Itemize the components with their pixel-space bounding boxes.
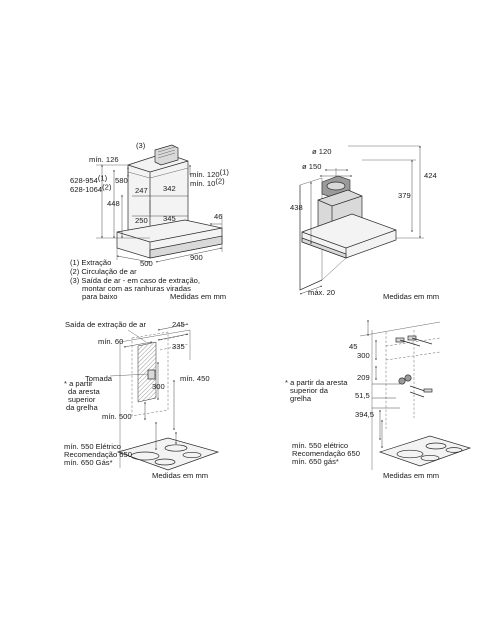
fig4-upper-brackets: [395, 335, 433, 347]
fig4-dim-min650: mín. 650 gás*: [292, 457, 339, 466]
fig4-dim-209: 209: [357, 373, 370, 382]
fig3-hob: [116, 437, 220, 471]
fig4-dim-51-5: 51,5: [355, 391, 370, 400]
fig3-dim-min60: mín. 60: [98, 337, 123, 346]
fig4-lower-dowels: [398, 374, 433, 398]
fig2-dim-max20: máx. 20: [308, 288, 335, 297]
fig1-dim-min120: mín. 120(1): [190, 168, 229, 180]
fig2-units: Medidas em mm: [383, 292, 439, 301]
fig4-dim-45: 45: [349, 342, 357, 351]
fig3-dim-335: 335: [172, 342, 185, 351]
fig3-label-socket: Tomada: [85, 374, 113, 383]
fig3-label-outlet: Saída de extração de ar: [65, 320, 147, 329]
fig1-legend-3c: para baixo: [82, 292, 117, 301]
fig1-dim-247: 247: [135, 186, 148, 195]
fig2-dim-dia150: ø 150: [302, 162, 321, 171]
fig1-legend-3a: (3) Saída de ar - em caso de extração,: [70, 276, 200, 285]
fig1-dim-min10: mín. 10(2): [190, 177, 225, 189]
fig2-canopy: [301, 213, 397, 259]
fig3-dim-rec650: Recomendação 650: [64, 450, 132, 459]
fig1-air-outlet: [154, 144, 179, 166]
fig4-note-3: grelha: [290, 394, 312, 403]
fig3-dim-min500: mín. 500: [102, 412, 132, 421]
fig3-dim-300: 300: [152, 382, 165, 391]
fig1-dim-900: 900: [190, 253, 203, 262]
fig3-dim-min450: mín. 450: [180, 374, 210, 383]
fig3-dim-245: 245: [172, 320, 185, 329]
fig3-note-2: da aresta: [68, 387, 100, 396]
fig2-dim-dia120: ø 120: [312, 147, 331, 156]
fig3-note-4: da grelha: [66, 403, 98, 412]
fig1-dim-500: 500: [140, 259, 153, 268]
fig1-dim-250: 250: [135, 216, 148, 225]
fig3-note-3: superior: [68, 395, 96, 404]
fig1-units: Medidas em mm: [170, 292, 226, 301]
fig4-dim-rec650: Recomendação 650: [292, 449, 360, 458]
fig1-dim-342: 342: [163, 184, 176, 193]
fig4-dim-394-5: 394,5: [355, 410, 374, 419]
fig3-note-1: * a partir: [64, 379, 93, 388]
fig2-side-view: ø 120 ø 150 424 379 438 máx. 20 Medidas …: [290, 145, 439, 301]
fig1-dim-580: 580: [115, 176, 128, 185]
fig1-dim-628-954: 628-954(1): [70, 174, 108, 186]
fig3-wall-installation: Saída de extração de ar mín. 60 245 335 …: [64, 320, 220, 480]
fig4-note-1: * a partir da aresta: [285, 378, 348, 387]
fig1-dim-min126: mín. 126: [89, 155, 119, 164]
fig1-legend-2: (2) Circulação de ar: [70, 267, 137, 276]
fig4-wall-installation: 45 300 209 * a partir da aresta superior…: [285, 319, 472, 480]
fig3-units: Medidas em mm: [152, 471, 208, 480]
fig4-units: Medidas em mm: [383, 471, 439, 480]
fig1-front-view: (3) mín. 126 628-954(1) 628-1064(2) 580 …: [70, 141, 229, 301]
fig1-dim-448: 448: [107, 199, 120, 208]
fig3-socket: [147, 369, 156, 380]
fig1-legend-3b: montar com as ranhuras viradas: [82, 284, 191, 293]
fig2-dim-379: 379: [398, 191, 411, 200]
fig3-dim-min550: mín. 550 Elétrico: [64, 442, 121, 451]
fig1-dim-345: 345: [163, 214, 176, 223]
fig4-dim-min550: mín. 550 elétrico: [292, 441, 348, 450]
fig1-callout-3: (3): [136, 141, 146, 150]
fig3-dim-min650: mín. 650 Gás*: [64, 458, 113, 467]
fig4-dim-300: 300: [357, 351, 370, 360]
fig4-note-2: superior da: [290, 386, 329, 395]
fig2-dim-438: 438: [290, 203, 303, 212]
fig1-dim-46: 46: [214, 212, 222, 221]
fig1-dim-628-1064: 628-1064(2): [70, 183, 112, 195]
fig1-legend-1: (1) Extração: [70, 258, 111, 267]
fig4-hob: [378, 435, 472, 467]
fig2-dim-424: 424: [424, 171, 437, 180]
